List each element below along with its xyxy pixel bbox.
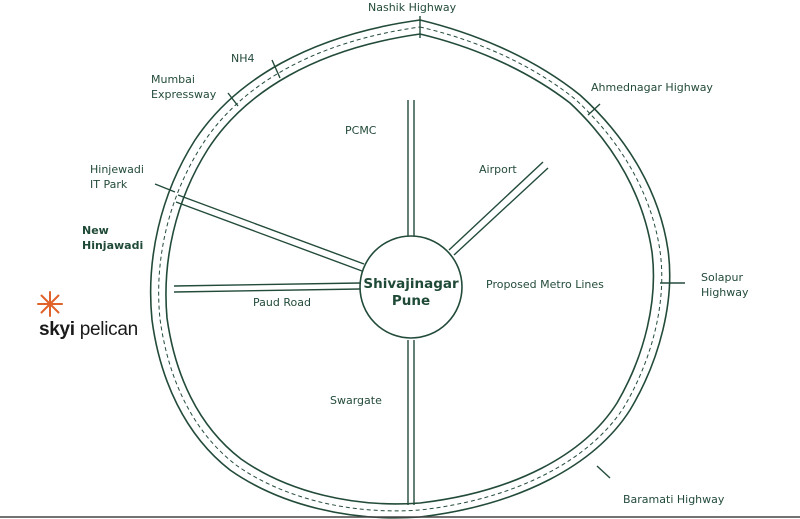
center-circle	[359, 235, 463, 339]
ring-road-inner	[165, 33, 655, 505]
label-new-hinjawadi-line1: New	[82, 224, 109, 237]
label-pcmc: PCMC	[345, 124, 377, 137]
center-label-line2: Pune	[392, 293, 430, 309]
hinjewadi-tick	[154, 183, 176, 193]
label-swargate: Swargate	[330, 394, 382, 407]
baramati-highway-tick	[596, 465, 611, 479]
label-nashik-highway: Nashik Highway	[368, 1, 457, 14]
label-nh4: NH4	[231, 52, 255, 65]
mumbai-expressway-tick	[227, 92, 239, 107]
label-hinjewadi-line1: Hinjewadi	[90, 163, 144, 176]
label-airport: Airport	[479, 163, 517, 176]
road-paud	[173, 282, 361, 293]
label-mumbai-line2: Expressway	[151, 88, 217, 101]
label-mumbai-line1: Mumbai	[151, 73, 195, 86]
road-airport	[448, 161, 549, 256]
label-proposed-metro-lines: Proposed Metro Lines	[486, 278, 604, 291]
label-paud-road: Paud Road	[253, 296, 311, 309]
metro-ring-dashed	[158, 26, 663, 512]
label-new-hinjawadi-line2: Hinjawadi	[82, 239, 143, 252]
road-swargate	[407, 340, 415, 505]
ahmednagar-highway-tick	[587, 103, 601, 116]
center-label-line1: Shivajinagar	[363, 276, 459, 292]
brand-logo-text: skyi pelican	[39, 319, 138, 340]
label-baramati-highway: Baramati Highway	[623, 493, 725, 506]
nh4-tick	[271, 59, 281, 79]
label-solapur-line2: Highway	[701, 286, 749, 299]
label-ahmednagar-highway: Ahmednagar Highway	[591, 81, 713, 94]
road-pcmc	[407, 100, 415, 236]
label-hinjewadi-line2: IT Park	[90, 178, 128, 191]
brand-logo-part1: skyi	[39, 319, 75, 340]
road-hinjewadi	[175, 194, 365, 272]
asterisk-burst-icon	[37, 291, 63, 317]
brand-logo-part2: pelican	[75, 319, 138, 340]
label-solapur-line1: Solapur	[701, 271, 743, 284]
